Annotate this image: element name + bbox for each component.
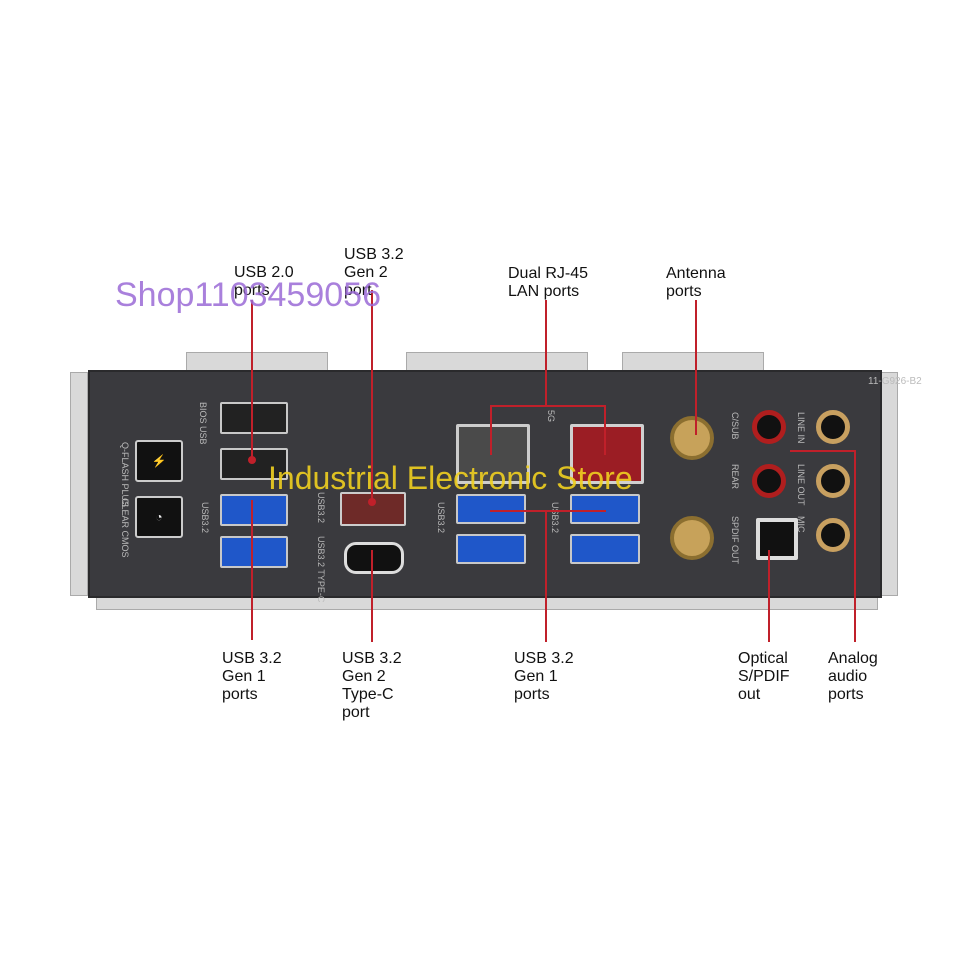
audio-jack-line-out[interactable] <box>816 464 850 498</box>
callout-analog-line <box>854 450 856 642</box>
spdif-label: SPDIF OUT <box>730 516 740 565</box>
rear-label: REAR <box>730 464 740 490</box>
audio-jack-rear[interactable] <box>752 464 786 498</box>
usb32-label-left: USB3.2 <box>200 502 210 534</box>
audio-jack-mic[interactable] <box>816 518 850 552</box>
lan-5g-label: 5G <box>546 410 556 423</box>
callout-antenna-line <box>695 300 697 435</box>
usb32-gen2-port[interactable] <box>340 492 406 526</box>
usb-typec-port[interactable] <box>344 542 404 574</box>
label-optical-spdif: Optical S/PDIF out <box>738 650 790 703</box>
label-antenna: Antenna ports <box>666 265 726 300</box>
callout-usb20-dot <box>248 456 256 464</box>
bracket-bottom <box>96 596 878 610</box>
antenna-port-1[interactable] <box>670 416 714 460</box>
usb32-gen1-mid-1[interactable] <box>456 494 526 524</box>
usb20-port-1[interactable] <box>220 402 288 434</box>
bracket-tab-left <box>186 352 328 372</box>
io-shield-panel: 11-G926-B2 ⚡ ◔ Q-FLASH PLUS CLEAR CMOS B… <box>88 370 922 602</box>
audio-jack-csub[interactable] <box>752 410 786 444</box>
watermark-shop: Shop1103459056 <box>115 276 381 314</box>
label-usb20: USB 2.0 ports <box>234 264 294 299</box>
callout-optical-line <box>768 550 770 642</box>
callout-usb20-line <box>251 300 253 460</box>
label-usb32-gen2: USB 3.2 Gen 2 port <box>344 246 404 299</box>
callout-lan-right <box>604 405 606 455</box>
typec-label: USB3.2 TYPE-C <box>316 536 326 603</box>
label-usb32-typec: USB 3.2 Gen 2 Type-C port <box>342 650 402 721</box>
antenna-port-2[interactable] <box>670 516 714 560</box>
audio-jack-line-in[interactable] <box>816 410 850 444</box>
usb32-gen1-mid-3[interactable] <box>570 494 640 524</box>
callout-analog-hbar <box>790 450 856 452</box>
callout-lan-line <box>545 300 547 406</box>
line-out-label: LINE OUT <box>796 464 806 506</box>
qflash-plus-button[interactable]: ⚡ <box>135 440 183 482</box>
label-dual-rj45: Dual RJ-45 LAN ports <box>508 265 589 300</box>
callout-usb32g2-line <box>371 290 373 500</box>
usb32-gen1-mid-2[interactable] <box>456 534 526 564</box>
optical-spdif-port[interactable] <box>756 518 798 560</box>
bracket-side-right <box>880 372 898 596</box>
callout-usb32g1-mid-line <box>545 510 547 642</box>
lan-port-1[interactable] <box>456 424 530 484</box>
usb32-label-mid-2: USB3.2 <box>550 502 560 534</box>
usb32-gen1-port-1[interactable] <box>220 494 288 526</box>
callout-typec-line <box>371 550 373 642</box>
part-number: 11-G926-B2 <box>868 376 922 387</box>
clear-cmos-button[interactable]: ◔ <box>135 496 183 538</box>
csub-label: C/SUB <box>730 412 740 440</box>
callout-usb32g1-mid-hbar <box>490 510 606 512</box>
callout-usb32g1-left-line <box>251 500 253 640</box>
usb32-gen1-port-2[interactable] <box>220 536 288 568</box>
bracket-tab-mid <box>406 352 588 372</box>
bracket-side-left <box>70 372 88 596</box>
callout-lan-hbar <box>490 405 606 407</box>
mic-label: MIC <box>796 516 806 533</box>
clear-cmos-label: CLEAR CMOS <box>120 498 130 558</box>
callout-usb32g2-dot <box>368 498 376 506</box>
usb32-label-mid-1: USB3.2 <box>436 502 446 534</box>
watermark-store: Industrial Electronic Store <box>268 460 633 496</box>
label-analog-audio: Analog audio ports <box>828 650 878 703</box>
label-usb32-gen1-mid: USB 3.2 Gen 1 ports <box>514 650 574 703</box>
usb20-port-2[interactable] <box>220 448 288 480</box>
line-in-label: LINE IN <box>796 412 806 444</box>
label-usb32-gen1-left: USB 3.2 Gen 1 ports <box>222 650 282 703</box>
bracket-tab-right <box>622 352 764 372</box>
bios-usb-label: BIOS USB <box>198 402 208 445</box>
lan-port-5g[interactable] <box>570 424 644 484</box>
usb32-gen1-mid-4[interactable] <box>570 534 640 564</box>
callout-lan-left <box>490 405 492 455</box>
